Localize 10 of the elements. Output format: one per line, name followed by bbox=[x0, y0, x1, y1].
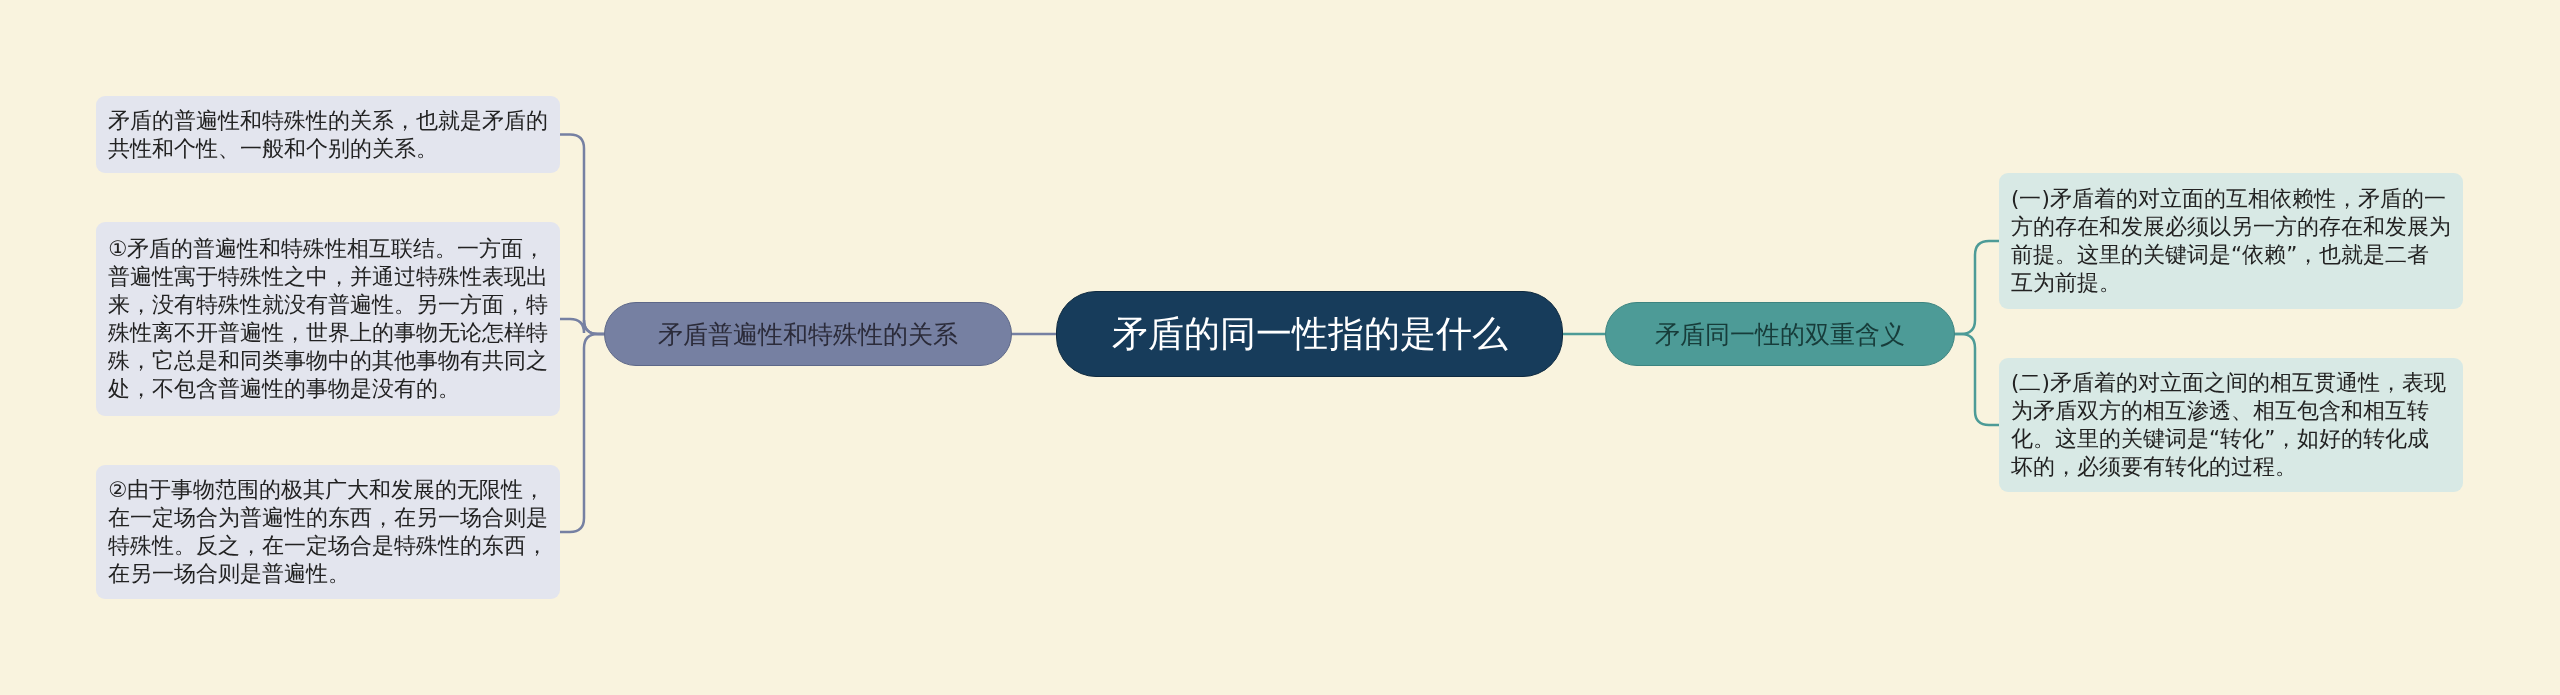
topic-box: 矛盾同一性的双重含义 bbox=[1605, 302, 1955, 366]
text-card: 矛盾的普遍性和特殊性的关系，也就是矛盾的共性和个性、一般和个别的关系。 bbox=[96, 96, 560, 173]
connector-line bbox=[1563, 332, 1605, 336]
root-topic-box: 矛盾的同一性指的是什么 bbox=[1056, 291, 1563, 377]
text-card: ①矛盾的普遍性和特殊性相互联结。一方面，普遍性寓于特殊性之中，并通过特殊性表现出来，没有特殊性就没有普遍性。另一方面，特殊性离不开普遍性，世界上的事物无论怎样特殊，它总是和同类事物中的其他事物有共同之处，不包含普遍性的事物是没有的。 bbox=[96, 222, 560, 416]
connector-line bbox=[1012, 332, 1056, 336]
text-card: ②由于事物范围的极其广大和发展的无限性，在一定场合为普遍性的东西，在另一场合则是特殊性。反之，在一定场合是特殊性的东西，在另一场合则是普遍性。 bbox=[96, 465, 560, 599]
text-card: (二)矛盾着的对立面之间的相互贯通性，表现为矛盾双方的相互渗透、相互包含和相互转化。这里的关键词是“转化”，如好的转化成坏的，必须要有转化的过程。 bbox=[1999, 358, 2463, 492]
text-card: (一)矛盾着的对立面的互相依赖性，矛盾的一方的存在和发展必须以另一方的存在和发展为前提。这里的关键词是“依赖”，也就是二者互为前提。 bbox=[1999, 173, 2463, 309]
topic-box: 矛盾普遍性和特殊性的关系 bbox=[604, 302, 1012, 366]
